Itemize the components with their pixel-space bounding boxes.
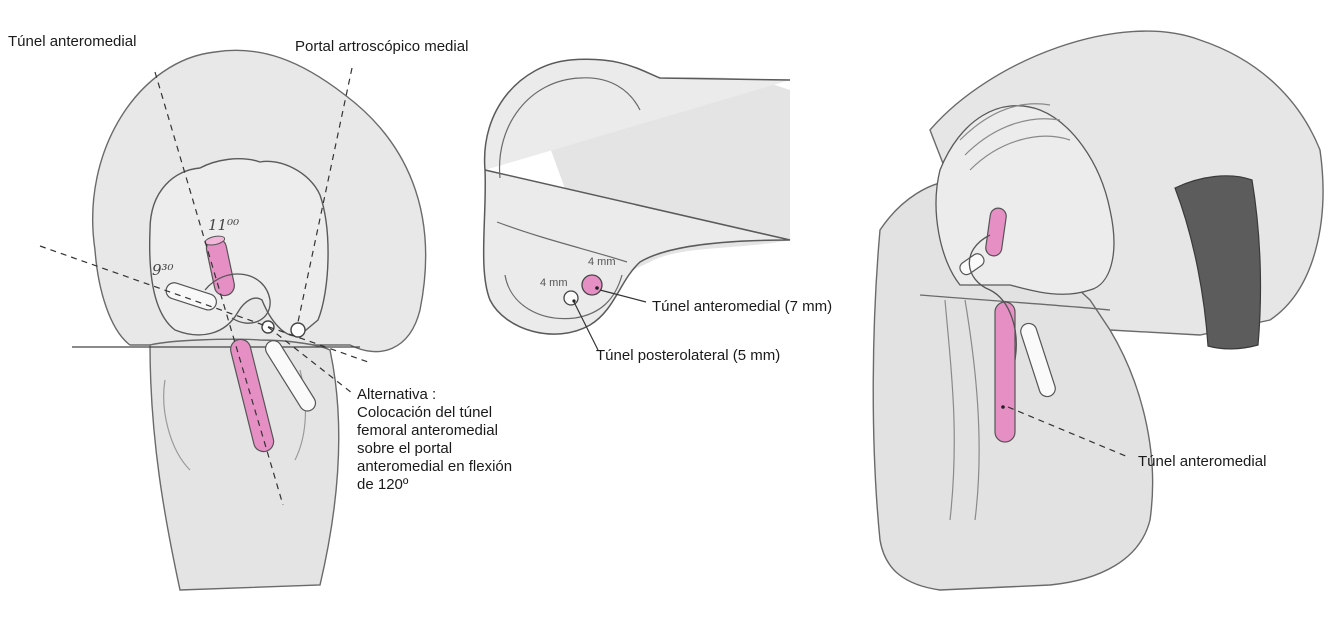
clock-9-label: 9³⁰	[152, 261, 174, 279]
label-tunel-pl-5mm: Túnel posterolateral (5 mm)	[596, 347, 780, 365]
alternativa-line-3: femoral anteromedial	[357, 422, 512, 440]
alternativa-line-5: anteromedial en flexión	[357, 458, 512, 476]
label-alternativa: Alternativa : Colocación del túnel femor…	[357, 386, 512, 494]
middle-am-tunnel	[582, 275, 602, 295]
alternativa-line-6: de 120º	[357, 476, 512, 494]
alternativa-line-2: Colocación del túnel	[357, 404, 512, 422]
right-knee-figure	[873, 31, 1323, 590]
left-knee-figure: 11⁰⁰ 9³⁰	[40, 50, 426, 590]
label-tunel-anteromedial-left: Túnel anteromedial	[8, 33, 136, 51]
right-tunnel-dot	[1001, 405, 1005, 409]
alternativa-line-1: Alternativa :	[357, 386, 512, 404]
clock-11-label: 11⁰⁰	[208, 216, 239, 234]
mm-label-top: 4 mm	[588, 256, 616, 268]
label-tunel-am-7mm: Túnel anteromedial (7 mm)	[652, 298, 832, 316]
label-tunel-anteromedial-right: Túnel anteromedial	[1138, 453, 1266, 471]
mm-label-left: 4 mm	[540, 277, 568, 289]
right-tibial-tunnel	[995, 302, 1015, 442]
label-portal-artroscopico-medial: Portal artroscópico medial	[295, 38, 468, 56]
middle-am-tunnel-dot	[595, 286, 599, 290]
middle-pl-tunnel	[564, 291, 578, 305]
alternativa-line-4: sobre el portal	[357, 440, 512, 458]
